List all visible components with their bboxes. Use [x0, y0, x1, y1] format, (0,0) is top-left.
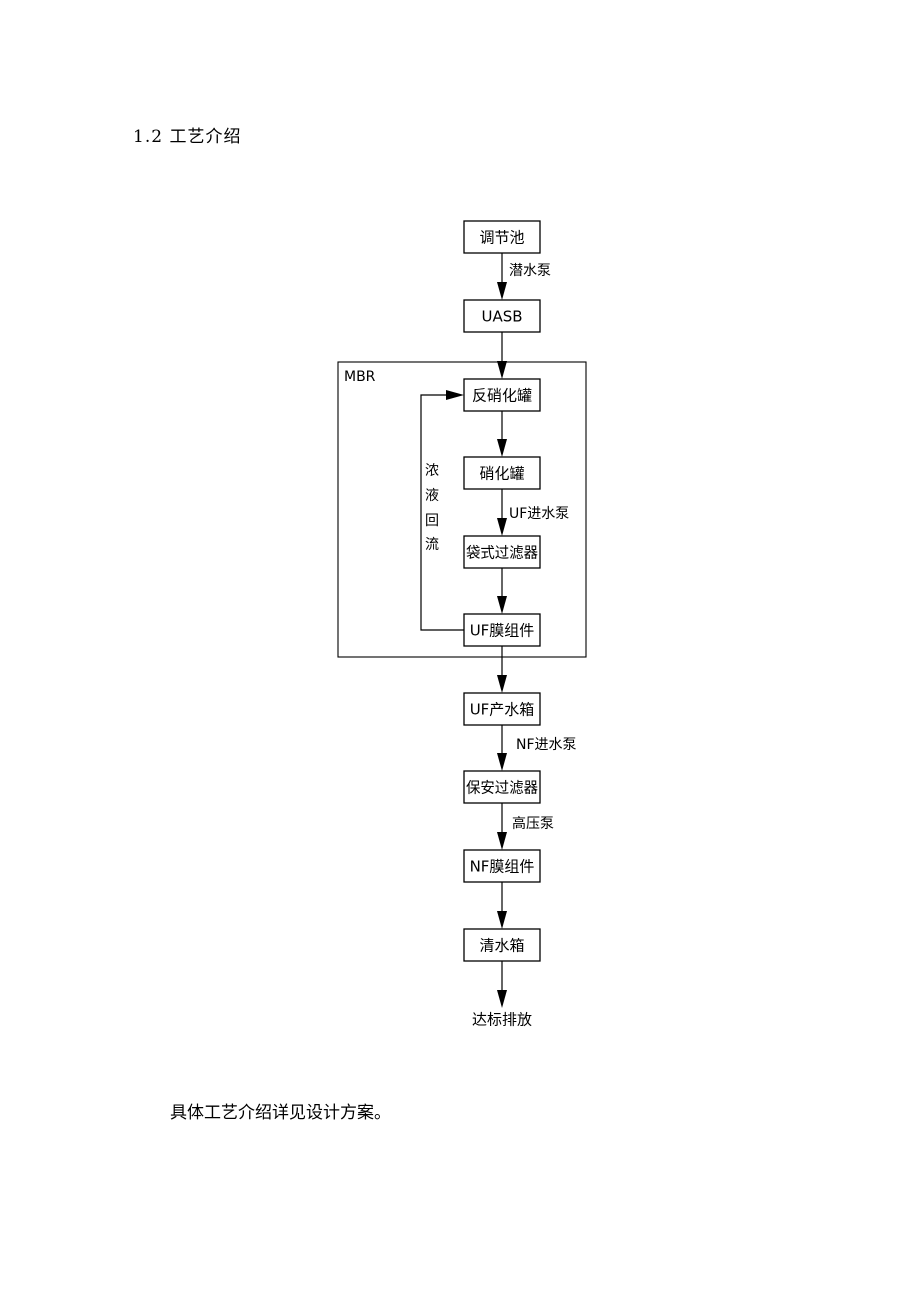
node-uasb: UASB [463, 299, 541, 333]
node-uf-module: UF膜组件 [463, 613, 541, 647]
edge-uf-module-uf-tank [497, 646, 507, 693]
svg-text:UASB: UASB [481, 308, 522, 326]
edge-baoan-nf-module [497, 803, 507, 850]
mbr-group-frame [337, 361, 587, 658]
node-uf-tank: UF产水箱 [463, 692, 541, 726]
edge-recycle-loop [420, 390, 464, 631]
edge-qingshui-outlet [497, 961, 507, 1008]
node-qingshui: 清水箱 [463, 928, 541, 962]
edge-xiaohua-daishi [497, 489, 507, 536]
svg-text:回: 回 [425, 513, 439, 529]
node-tiaojiechi: 调节池 [463, 220, 541, 254]
node-xiaohua: 硝化罐 [463, 456, 541, 490]
node-fanxiaohua: 反硝化罐 [463, 378, 541, 412]
svg-text:反硝化罐: 反硝化罐 [472, 387, 532, 405]
edge-label-nf-pump: NF进水泵 [516, 737, 577, 753]
edge-uasb-fanxiaohua [497, 332, 507, 379]
svg-text:NF膜组件: NF膜组件 [470, 858, 535, 876]
edge-daishi-uf-module [497, 568, 507, 614]
edge-fanxiaohua-xiaohua [497, 411, 507, 457]
svg-text:调节池: 调节池 [479, 229, 524, 247]
node-baoan: 保安过滤器 [463, 770, 541, 804]
edge-nf-module-qingshui [497, 882, 507, 929]
svg-text:清水箱: 清水箱 [479, 937, 524, 955]
section-heading: 1.2 工艺介绍 [133, 127, 242, 147]
svg-text:UF产水箱: UF产水箱 [470, 701, 535, 719]
svg-text:浓: 浓 [425, 463, 439, 479]
recycle-label: 浓 液 回 流 [425, 463, 439, 553]
edge-label-gaoyabeng: 高压泵 [512, 815, 554, 832]
edge-label-uf-pump: UF进水泵 [509, 506, 569, 522]
svg-text:硝化罐: 硝化罐 [479, 465, 524, 483]
closing-paragraph: 具体工艺介绍详见设计方案。 [170, 1103, 391, 1123]
edge-label-qianshuibeng: 潜水泵 [509, 263, 551, 279]
svg-text:UF膜组件: UF膜组件 [470, 622, 535, 640]
svg-text:袋式过滤器: 袋式过滤器 [466, 544, 538, 562]
outlet-label: 达标排放 [472, 1011, 532, 1029]
svg-text:流: 流 [425, 537, 439, 553]
node-daishi: 袋式过滤器 [463, 535, 541, 569]
edge-tiaojiechi-uasb [497, 253, 507, 300]
edge-uf-tank-baoan [497, 725, 507, 771]
node-nf-module: NF膜组件 [463, 849, 541, 883]
mbr-group-label: MBR [344, 369, 376, 385]
svg-text:液: 液 [425, 488, 439, 504]
svg-text:保安过滤器: 保安过滤器 [466, 779, 538, 797]
